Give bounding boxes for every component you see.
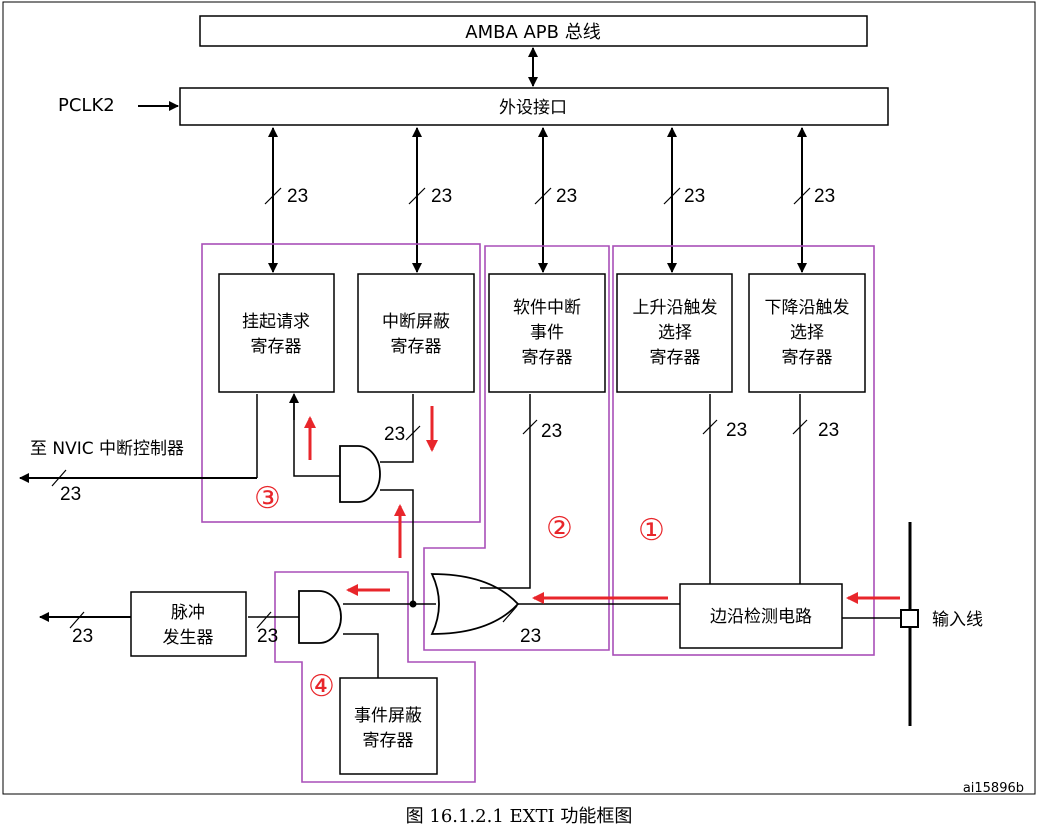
rising-trigger-line1: 上升沿触发 [633,298,718,318]
falling-trigger-register-box [748,273,866,393]
sw-event-register-line1: 软件中断 [513,298,581,318]
width-int-mask: 23 [384,424,405,445]
edge-detect-label: 边沿检测电路 [710,607,812,627]
exti-block-diagram: AMBA APB 总线 外设接口 PCLK2 23 23 23 23 23 挂起… [2,1,1036,796]
signal-width-slashes [51,419,808,629]
falling-trigger-line1: 下降沿触发 [765,298,850,318]
highlight-regions [201,243,875,783]
event-and-gate [298,590,342,644]
width-rising: 23 [726,420,747,441]
peripheral-interface-box [179,87,889,126]
pulse-generator-line1: 脉冲 [171,603,205,623]
bus-arrows [268,127,807,273]
pulse-generator-box [130,591,247,657]
input-line-pin[interactable] [900,609,919,628]
apb-bus-box [199,15,868,47]
int-mask-register-box [357,273,475,393]
signal-wires [248,394,900,678]
nvic-label: 至 NVIC 中断控制器 [30,439,184,459]
width-nvic: 23 [60,484,81,505]
falling-trigger-line2: 选择 [790,323,824,343]
rising-trigger-line3: 寄存器 [650,348,701,368]
pending-register-box [218,273,335,393]
region-3 [201,243,481,523]
marker-1: ① [638,513,665,548]
or-gate [430,573,520,635]
int-mask-register-line1: 中断屏蔽 [382,312,450,332]
bus-width-rising: 23 [684,186,705,207]
pclk2-label: PCLK2 [58,95,115,116]
int-mask-register-line2: 寄存器 [391,337,442,357]
sw-event-register-box [488,273,606,393]
rising-trigger-line2: 选择 [658,323,692,343]
event-mask-register-line2: 寄存器 [363,731,414,751]
bus-width-pending: 23 [287,186,308,207]
edge-detect-box [679,583,843,649]
bus-width-slashes [264,187,811,205]
width-falling: 23 [818,420,839,441]
event-mask-register-line1: 事件屏蔽 [354,706,422,726]
sw-event-register-line2: 事件 [530,323,564,343]
input-line-label: 输入线 [932,610,983,630]
width-sw: 23 [541,421,562,442]
falling-trigger-line3: 寄存器 [782,348,833,368]
marker-2: ② [546,511,573,546]
pulse-generator-line2: 发生器 [163,628,214,648]
event-mask-register-box [339,677,438,775]
pending-register-line2: 寄存器 [251,337,302,357]
region-4 [274,571,476,783]
interrupt-and-gate [339,445,381,503]
sw-event-register-line3: 寄存器 [522,348,573,368]
figure-caption: 图 16.1.2.1 EXTI 功能框图 [405,806,633,827]
figure-id: ai15896b [963,781,1024,796]
outer-frame [2,1,1036,795]
bus-width-falling: 23 [814,186,835,207]
peripheral-interface-label: 外设接口 [499,98,567,118]
width-event-and: 23 [257,626,278,647]
width-or: 23 [520,626,541,647]
bus-width-int-mask: 23 [431,186,452,207]
apb-bus-label: AMBA APB 总线 [465,22,600,43]
flow-arrows [304,406,900,604]
rising-trigger-register-box [616,273,733,393]
junction-dot [409,600,417,608]
marker-3: ③ [254,481,281,516]
region-1 [612,245,875,656]
bus-width-sw-event: 23 [556,186,577,207]
region-2 [423,245,610,651]
marker-4: ④ [308,669,335,704]
pending-register-line1: 挂起请求 [242,312,310,332]
width-pulse: 23 [72,626,93,647]
